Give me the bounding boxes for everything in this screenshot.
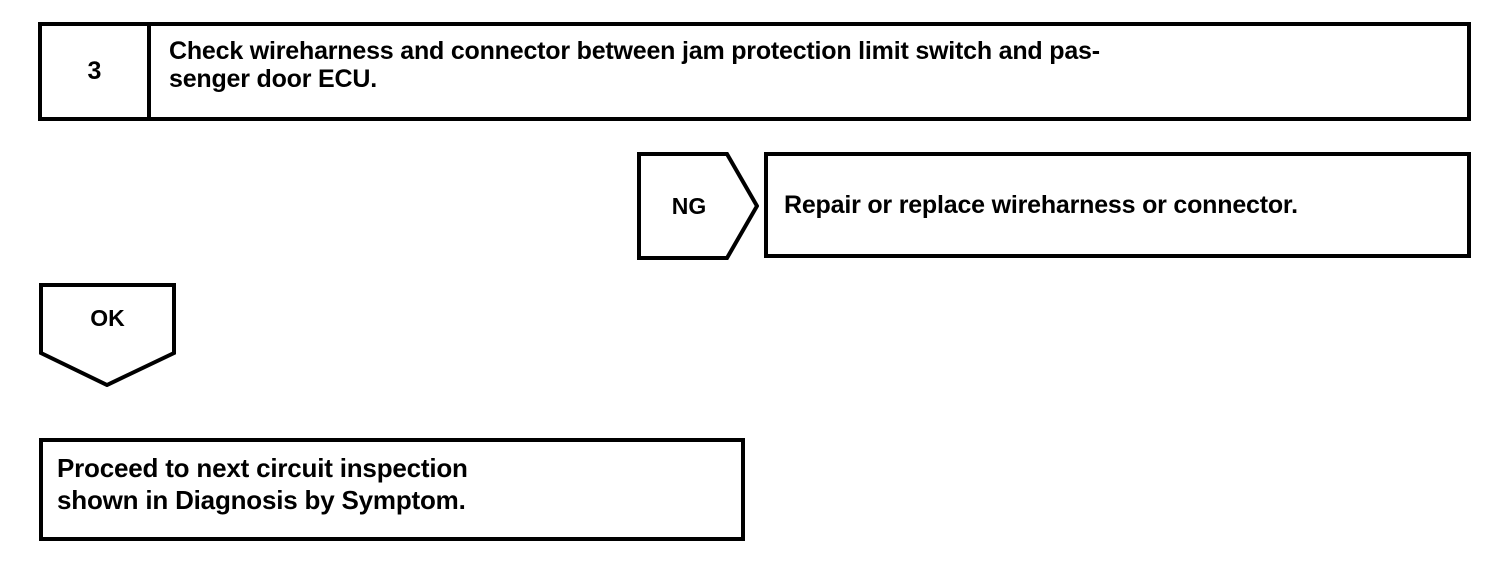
step-number-cell: 3: [42, 26, 151, 117]
ng-branch-pentagon: [637, 152, 759, 260]
step-3-box: 3 Check wireharness and connector betwee…: [38, 22, 1471, 121]
repair-action-text: Repair or replace wireharness or connect…: [784, 190, 1298, 219]
step-instruction-cell: Check wireharness and connector between …: [155, 26, 1467, 117]
repair-action-box: Repair or replace wireharness or connect…: [764, 152, 1471, 258]
ok-branch-pentagon: [39, 283, 176, 387]
step-number: 3: [87, 57, 102, 85]
ng-branch-label: NG: [671, 192, 707, 219]
proceed-outcome-text: Proceed to next circuit inspection shown…: [57, 453, 468, 515]
proceed-outcome-box: Proceed to next circuit inspection shown…: [39, 438, 745, 541]
ok-branch-label: OK: [90, 304, 125, 331]
step-instruction-text: Check wireharness and connector between …: [169, 37, 1100, 93]
